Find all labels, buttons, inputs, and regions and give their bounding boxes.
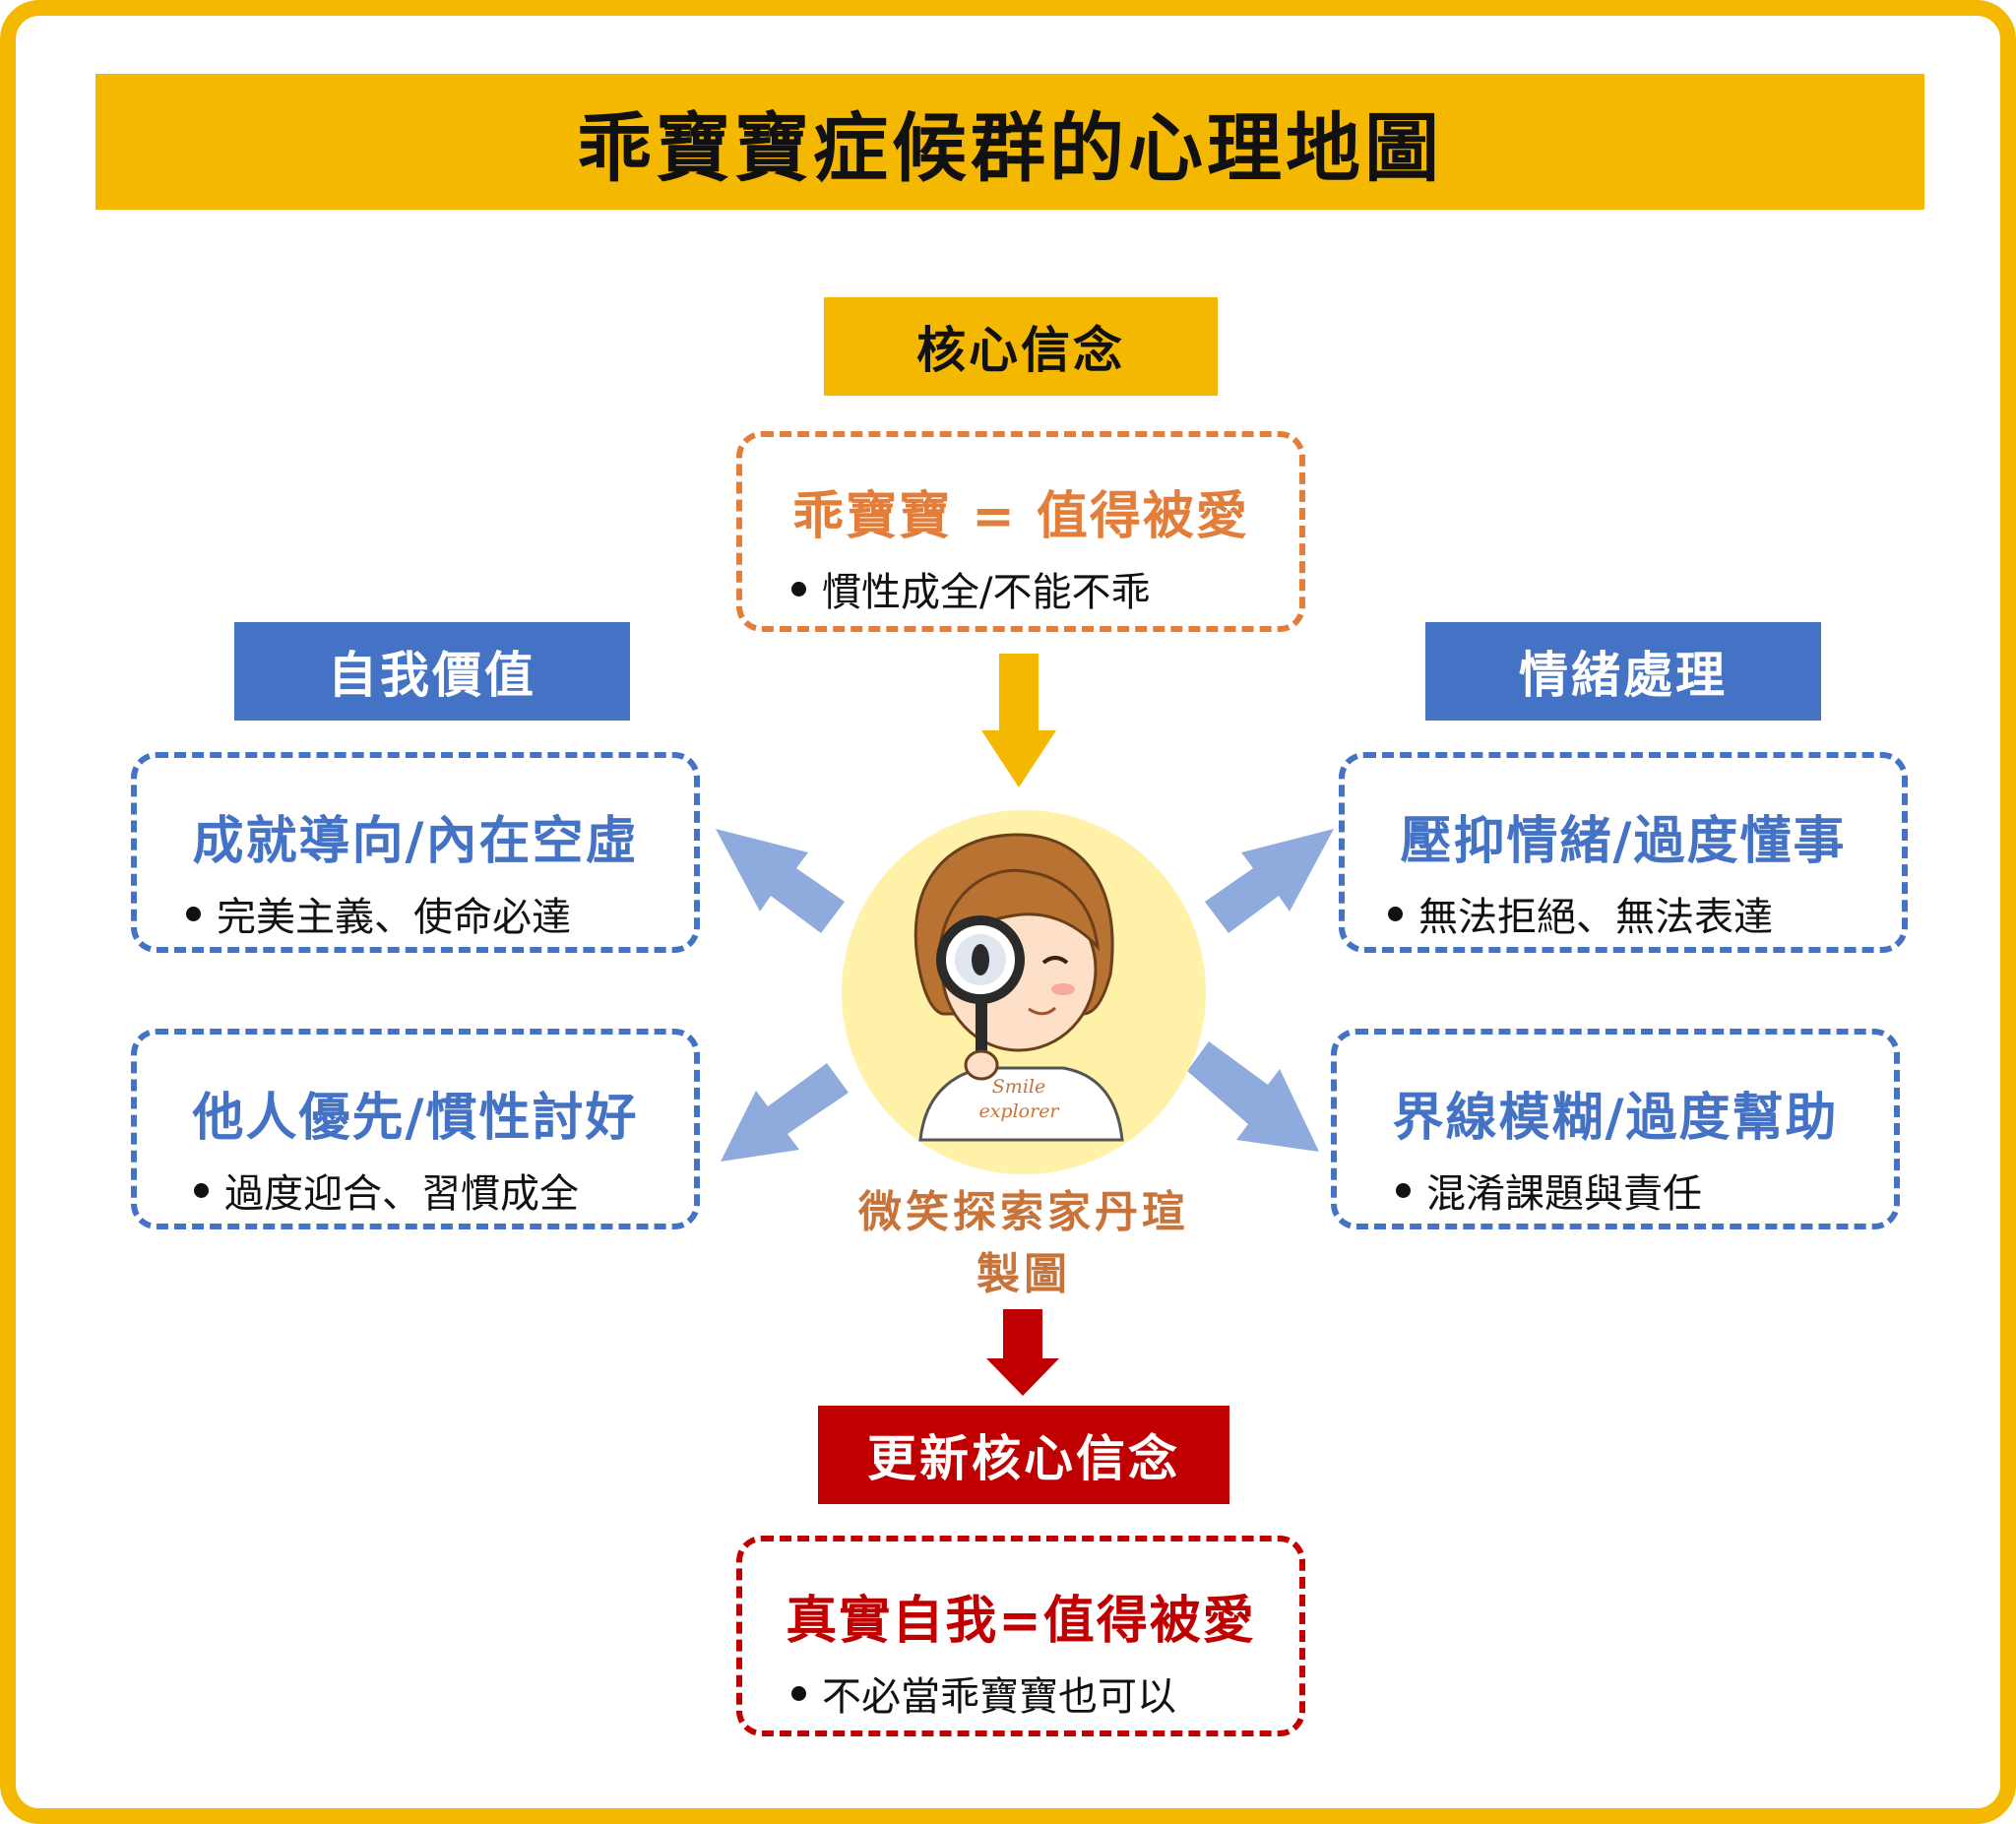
emotion-box-boundaries: 界線模糊/過度幫助 混淆課題與責任 [1331,1029,1900,1229]
bullet-dot-icon [791,1685,806,1701]
update-belief-bullet: 不必當乖寶寶也可以 [791,1665,1299,1722]
explorer-illustration-icon: Smile explorer [914,833,1124,1142]
bullet-dot-icon [1396,1182,1411,1198]
emotion-box-suppress: 壓抑情緒/過度懂事 無法拒絕、無法表達 [1339,752,1908,953]
emotion-heading-1: 壓抑情緒/過度懂事 [1400,812,1847,871]
self-worth-heading-2: 他人優先/慣性討好 [192,1089,639,1148]
core-belief-label: 核心信念 [824,297,1218,396]
update-belief-box: 真實自我=值得被愛 不必當乖寶寶也可以 [736,1536,1305,1736]
credit-line-1: 微笑探索家丹瑄 [858,1187,1189,1237]
update-belief-heading: 真實自我=值得被愛 [786,1592,1256,1651]
arrow-down-update-icon [986,1309,1059,1396]
bullet-dot-icon [194,1182,209,1198]
self-worth-bullet-1: 完美主義、使命必達 [186,885,694,942]
bullet-dot-icon [1388,906,1403,921]
arrow-lower-left-icon [721,1063,849,1162]
arrow-down-core-icon [981,654,1056,787]
emotion-processing-label: 情緒處理 [1425,622,1821,721]
core-belief-heading: 乖寶寶 = 值得被愛 [792,487,1249,546]
core-belief-box: 乖寶寶 = 值得被愛 慣性成全/不能不乖 [736,431,1305,632]
update-belief-label: 更新核心信念 [818,1406,1229,1504]
arrow-lower-right-icon [1187,1041,1319,1152]
emotion-heading-2: 界線模糊/過度幫助 [1392,1089,1839,1148]
credit-line-2: 製圖 [976,1249,1071,1299]
page-title: 乖寶寶症候群的心理地圖 [577,104,1443,192]
arrow-upper-right-icon [1205,829,1334,933]
shirt-text-line1: Smile [992,1076,1045,1098]
core-belief-bullet: 慣性成全/不能不乖 [791,560,1299,617]
shirt-text-line2: explorer [978,1101,1060,1122]
self-worth-heading-1: 成就導向/內在空虛 [192,812,639,871]
arrow-upper-left-icon [716,829,845,933]
title-banner: 乖寶寶症候群的心理地圖 [95,74,1924,210]
emotion-bullet-2: 混淆課題與責任 [1396,1162,1894,1219]
self-worth-box-others-first: 他人優先/慣性討好 過度迎合、習慣成全 [131,1029,700,1229]
emotion-bullet-1: 無法拒絕、無法表達 [1388,885,1902,942]
self-worth-bullet-2: 過度迎合、習慣成全 [194,1162,694,1219]
self-worth-box-achievement: 成就導向/內在空虛 完美主義、使命必達 [131,752,700,953]
bullet-dot-icon [791,581,806,597]
self-worth-label: 自我價值 [234,622,630,721]
bullet-dot-icon [186,906,201,921]
